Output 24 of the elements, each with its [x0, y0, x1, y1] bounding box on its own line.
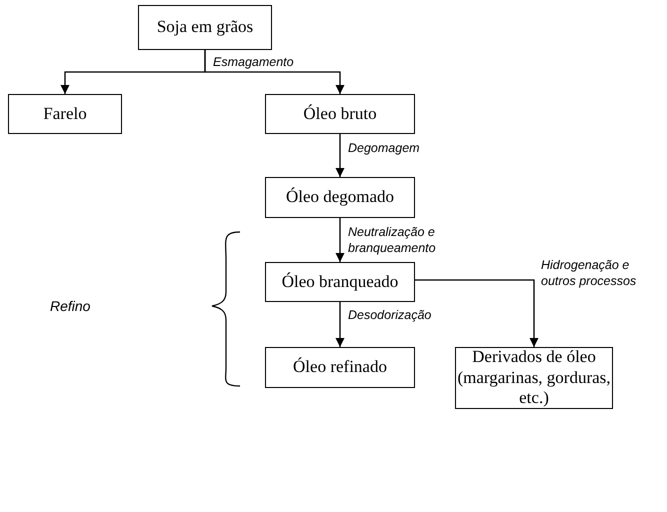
- edge-label: Neutralização e branqueamento: [348, 225, 437, 256]
- arrow: [335, 302, 345, 347]
- box-label: Óleo refinado: [293, 357, 387, 378]
- arrow: [204, 50, 345, 94]
- edge-label: Degomagem: [348, 141, 421, 157]
- box-label: Óleo bruto: [303, 104, 377, 124]
- process-box: [8, 94, 122, 134]
- process-box: [138, 5, 272, 50]
- edge-label: Hidrogenação e outros processos: [541, 258, 638, 290]
- process-box: [265, 262, 415, 302]
- process-box: [265, 177, 415, 218]
- box-label: Farelo: [43, 104, 87, 124]
- arrow: [335, 218, 345, 262]
- arrow: [335, 134, 345, 177]
- box-label: Óleo branqueado: [282, 272, 398, 292]
- box-label: Soja em grãos: [156, 17, 254, 38]
- arrow: [415, 279, 539, 347]
- process-box: [265, 347, 415, 388]
- edge-label: Desodorização: [348, 308, 432, 324]
- edge-label: Esmagamento: [213, 55, 295, 71]
- box-label: Óleo degomado: [286, 187, 394, 208]
- group-label: Refino: [50, 298, 90, 314]
- box-label: Derivados de óleo (margarinas, gorduras, etc.): [456, 347, 612, 409]
- process-box: [265, 94, 415, 134]
